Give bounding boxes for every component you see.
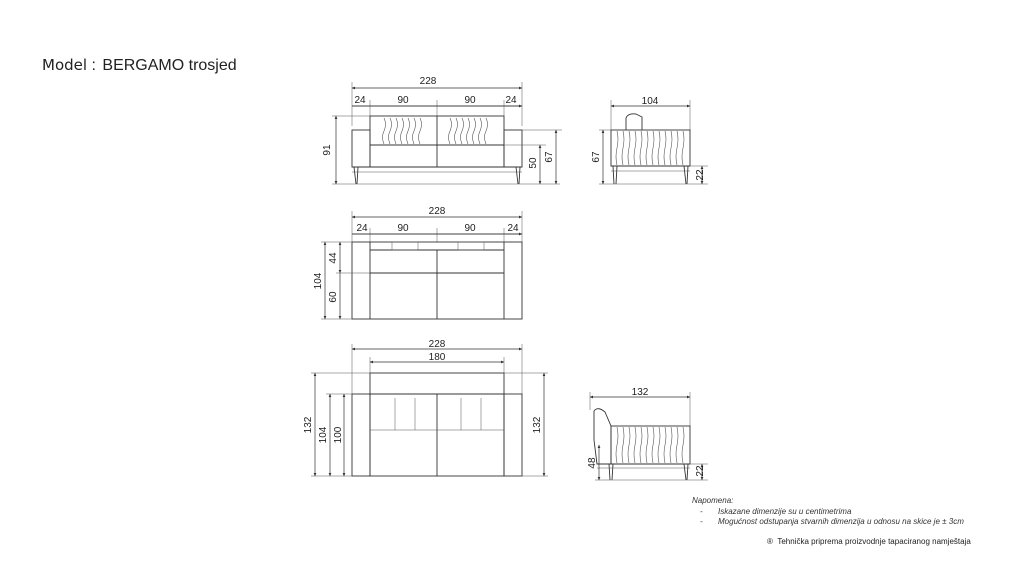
note-tolerance: Mogućnost odstupanja stvarnih dimenzija …: [718, 517, 964, 526]
open-side-seat-height: 48: [587, 457, 598, 469]
side-height: 67: [591, 151, 602, 163]
open-overall-width: 228: [429, 339, 446, 350]
top-view: 228 24 90 90 24 104 44 60: [313, 206, 522, 320]
model-title: Model : BERGAMO trosjed: [42, 56, 237, 75]
top-seat-right-width: 90: [464, 223, 476, 234]
side-depth: 104: [642, 96, 659, 107]
footer-text: Tehnička priprema proizvodnje tapacirano…: [777, 537, 971, 546]
top-seat-left-width: 90: [397, 223, 409, 234]
top-arm-right-width: 24: [507, 223, 519, 234]
open-top-view: 228 180 132 104 100 132: [303, 339, 548, 477]
registered-symbol: ®: [767, 537, 773, 546]
front-seat-right-width: 90: [464, 95, 476, 106]
open-side-view: 132 48 22: [587, 387, 708, 481]
top-arm-left-width: 24: [356, 223, 368, 234]
open-inner-width: 180: [429, 352, 446, 363]
open-right-total-depth: 132: [532, 416, 543, 433]
front-arm-right-width: 24: [505, 95, 517, 106]
front-overall-width: 228: [420, 76, 437, 87]
open-left-total-depth: 132: [303, 416, 314, 433]
top-back-depth: 44: [328, 252, 339, 264]
front-total-height: 91: [322, 144, 333, 156]
model-label: Model: [42, 56, 88, 74]
notes-heading: Napomena:: [692, 496, 734, 505]
front-arm-height: 67: [544, 151, 555, 163]
top-seat-depth: 60: [328, 291, 339, 303]
front-view: 228 24 90 90 24 91 50: [322, 76, 562, 185]
copyright-footer: ® Tehnička priprema proizvodnje tapacira…: [767, 537, 971, 546]
note-item: -Mogućnost odstupanja stvarnih dimenzija…: [700, 517, 964, 526]
notes: Napomena: -Iskazane dimenzije su u centi…: [692, 496, 964, 528]
front-seat-left-width: 90: [397, 95, 409, 106]
note-item: -Iskazane dimenzije su u centimetrima: [700, 506, 852, 516]
model-name: BERGAMO trosjed: [102, 57, 237, 74]
top-total-depth: 104: [313, 272, 324, 289]
open-depth-a: 104: [318, 426, 329, 443]
title-separator: :: [87, 57, 101, 74]
front-arm-left-width: 24: [354, 95, 366, 106]
open-depth-b: 100: [333, 426, 344, 443]
open-side-leg-height: 22: [695, 465, 706, 477]
side-view: 104 67 22: [591, 96, 708, 185]
front-seat-height: 50: [528, 157, 539, 169]
note-units: Iskazane dimenzije su u centimetrima: [718, 506, 852, 516]
side-leg-height: 22: [695, 169, 706, 181]
top-overall-width: 228: [429, 206, 446, 217]
open-side-depth: 132: [632, 387, 649, 398]
